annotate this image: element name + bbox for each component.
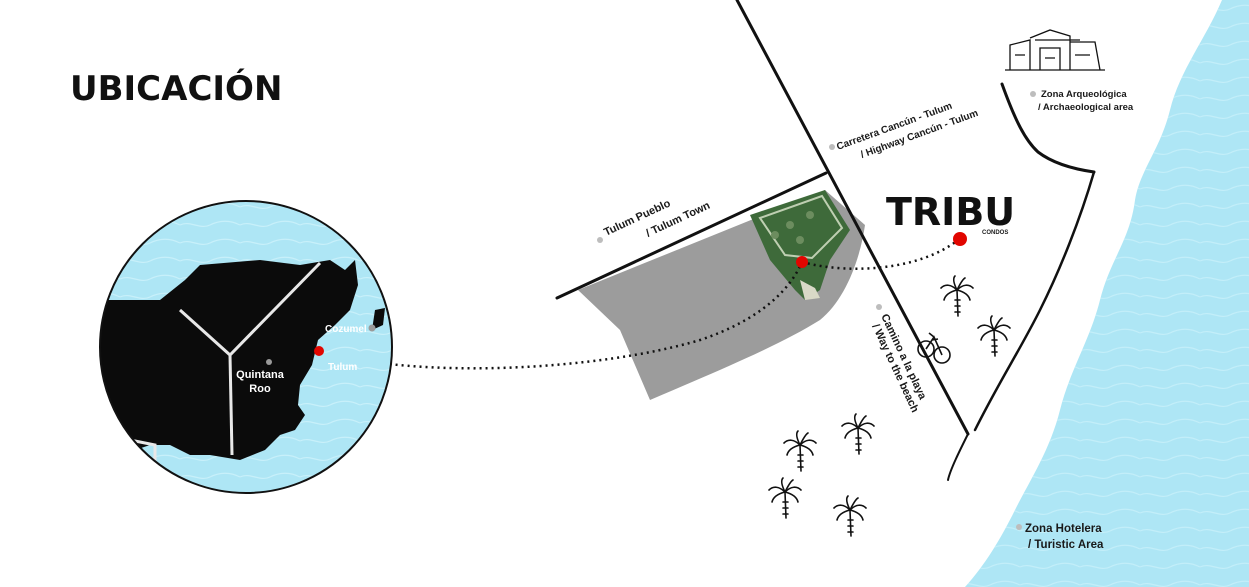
- region-label-line1: Quintana: [236, 369, 285, 381]
- hotel-zone-label-line1: Zona Hotelera: [1025, 523, 1102, 535]
- bicycle-icon: [917, 332, 951, 364]
- archaeo-label-line2: / Archaeological area: [1038, 102, 1134, 113]
- palm-tree-icon: [841, 413, 875, 455]
- brand-marker-icon: [953, 232, 967, 246]
- region-label-line2: Roo: [249, 383, 271, 395]
- cozumel-label: Cozumel: [325, 324, 367, 335]
- palm-tree-icon: [833, 495, 867, 537]
- inset-map: [99, 200, 393, 494]
- ocean: [965, 0, 1249, 587]
- roads: [555, 0, 1096, 481]
- tulum-label: Tulum: [328, 362, 357, 373]
- tribu-site: [750, 190, 850, 300]
- location-marker-icon: [796, 256, 808, 268]
- palm-tree-icon: [977, 315, 1011, 357]
- palm-tree-icon: [940, 275, 974, 317]
- brand-sub: CONDOS: [982, 230, 1008, 236]
- connector-line-brand: [801, 239, 959, 270]
- palm-tree-icon: [768, 477, 802, 519]
- palm-tree-icon: [783, 430, 817, 472]
- brand-name: TRIBU: [886, 190, 1015, 234]
- archaeo-label-line1: Zona Arqueológica: [1041, 89, 1127, 100]
- page-title: UBICACIÓN: [70, 68, 282, 109]
- ruins-icon: [1005, 29, 1105, 71]
- hotel-zone-label-line2: / Turistic Area: [1028, 539, 1104, 551]
